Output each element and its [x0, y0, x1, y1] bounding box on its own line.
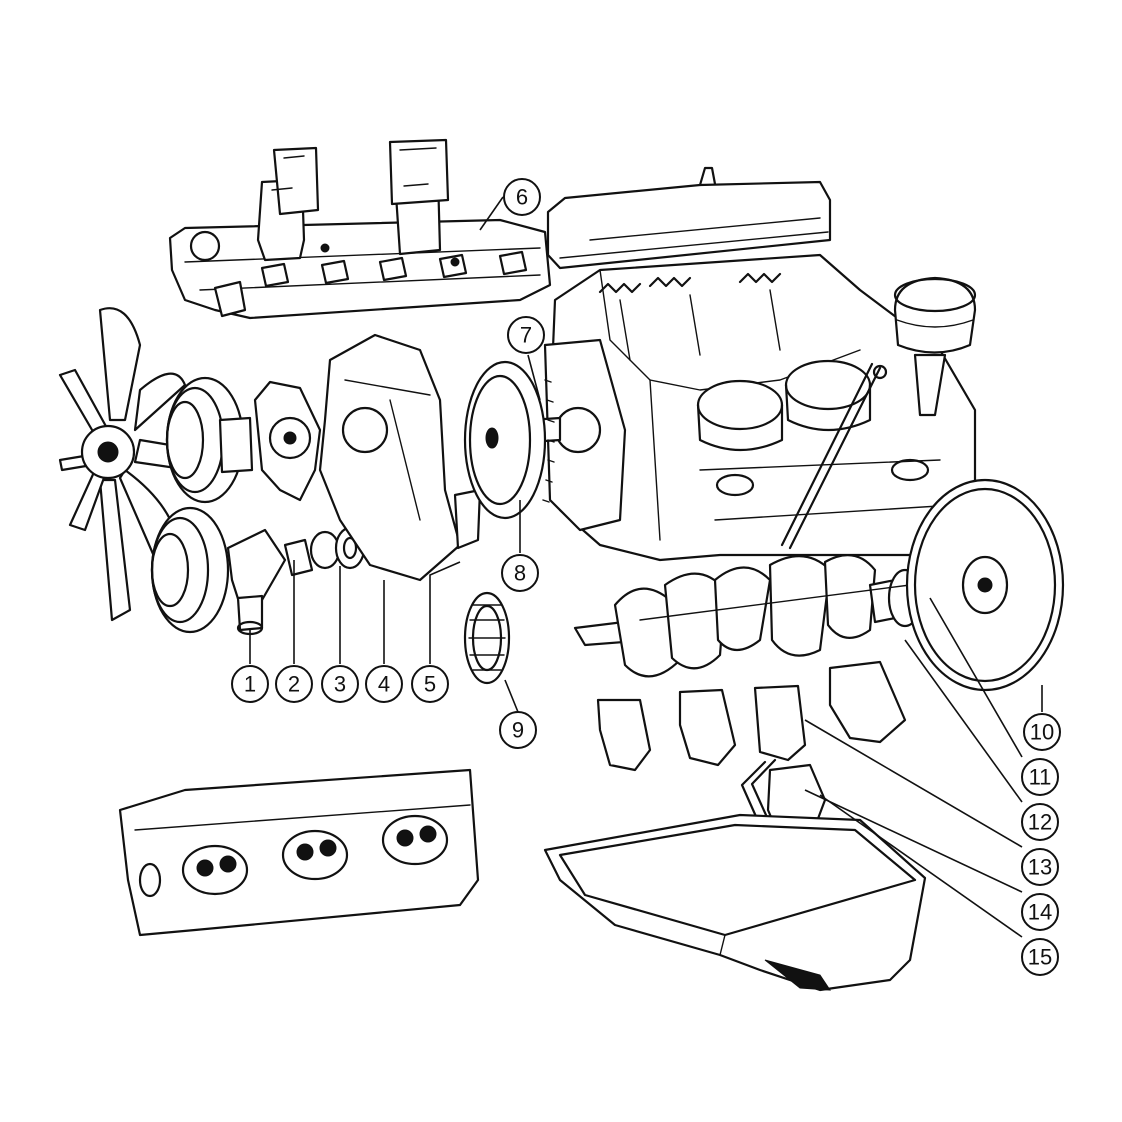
callout-label-14: 14	[1028, 900, 1052, 925]
water-pump	[253, 380, 322, 502]
callout-12: 12	[1021, 803, 1059, 841]
callout-9: 9	[499, 711, 537, 749]
callout-7: 7	[507, 316, 545, 354]
callout-14: 14	[1021, 893, 1059, 931]
callout-1: 1	[231, 665, 269, 703]
rocker-cover	[546, 166, 832, 270]
callout-2: 2	[275, 665, 313, 703]
leader-lines	[249, 196, 1043, 938]
callout-label-13: 13	[1028, 855, 1052, 880]
callout-label-11: 11	[1029, 765, 1052, 790]
bearing-caps	[596, 660, 907, 772]
callout-label-7: 7	[520, 323, 532, 348]
camshaft-gear	[463, 360, 555, 520]
thermostat-housing	[226, 526, 366, 636]
callout-11: 11	[1021, 758, 1059, 796]
callout-label-10: 10	[1030, 720, 1054, 745]
callout-4: 4	[365, 665, 403, 703]
callout-3: 3	[321, 665, 359, 703]
callout-label-15: 15	[1028, 945, 1052, 970]
crankshaft	[573, 554, 923, 678]
engine-block	[528, 253, 977, 562]
callout-6: 6	[503, 178, 541, 216]
timing-cover	[318, 333, 482, 582]
callout-label-8: 8	[514, 561, 526, 586]
callout-label-4: 4	[378, 672, 390, 697]
callout-label-9: 9	[512, 718, 524, 743]
cooling-fan	[58, 307, 202, 622]
callout-13: 13	[1021, 848, 1059, 886]
callout-label-6: 6	[516, 185, 528, 210]
piston-assembly	[893, 276, 977, 417]
callout-5: 5	[411, 665, 449, 703]
callout-10: 10	[1023, 713, 1061, 751]
callout-8: 8	[501, 554, 539, 592]
crank-pulleys	[150, 376, 254, 634]
callout-label-5: 5	[424, 672, 436, 697]
callout-15: 15	[1021, 938, 1059, 976]
flywheel	[905, 478, 1065, 692]
callout-label-1: 1	[244, 672, 256, 697]
oil-pan	[543, 813, 927, 992]
cylinder-head	[118, 768, 480, 937]
intake-manifold	[168, 138, 552, 320]
callout-label-2: 2	[288, 672, 300, 697]
callout-label-12: 12	[1028, 810, 1052, 835]
crankshaft-gear	[463, 591, 511, 685]
callout-label-3: 3	[334, 672, 346, 697]
